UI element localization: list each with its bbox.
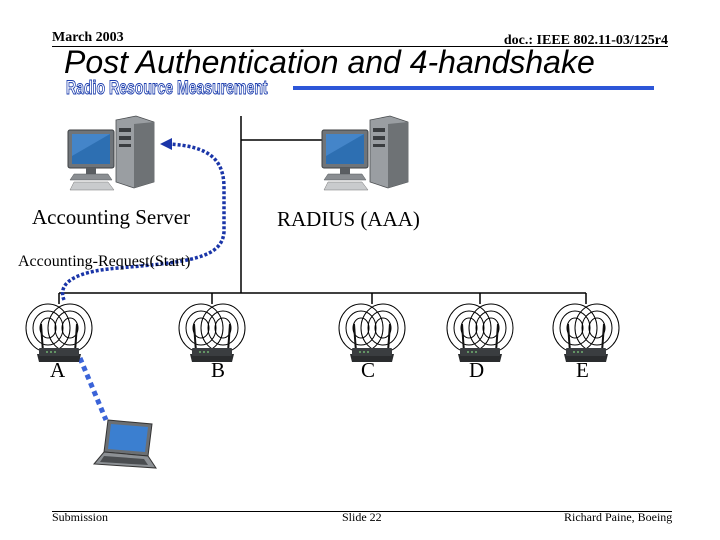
header-doc-id: doc.: IEEE 802.11-03/125r4 [503,33,668,48]
ap-label-a: A [50,358,66,382]
access-point-b-icon [178,303,246,363]
ap-label-b: B [211,358,226,382]
access-point-c-icon [338,303,406,363]
footer-slide-number: Slide 22 [342,510,382,524]
access-point-d-icon [446,303,514,363]
ap-label-c: C [361,358,376,382]
accounting-server-computer-icon [67,115,155,191]
footer-rule [52,511,672,512]
wireless-link [77,357,109,421]
banner-logo: Radio Resource Measurement [66,78,268,100]
slide-title: Post Authentication and 4-handshake [64,44,595,80]
arrowhead-icon [160,138,172,150]
footer-author: Richard Paine, Boeing [564,510,673,524]
title-rule [293,86,654,90]
header-date: March 2003 [52,30,124,45]
header-rule [52,46,668,47]
ap-label-e: E [576,358,589,382]
radius-label: RADIUS (AAA) [277,207,420,231]
accounting-server-label: Accounting Server [32,205,191,229]
access-point-e-icon [552,303,620,363]
footer-submission: Submission [52,510,109,524]
ap-label-d: D [469,358,485,382]
message-label: Accounting-Request(Start) [18,253,191,270]
accounting-request-path [60,142,226,301]
laptop-icon [92,419,157,469]
radius-server-computer-icon [321,115,409,191]
access-point-a-icon [25,303,93,363]
